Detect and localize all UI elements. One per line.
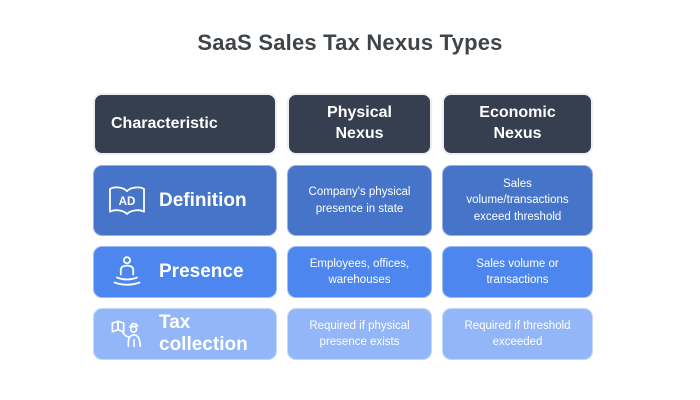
row-tax-collection-label-cell: Tax collection (93, 308, 277, 360)
tax-collector-icon (107, 316, 147, 352)
page-title: SaaS Sales Tax Nexus Types (197, 30, 503, 55)
header-physical-nexus-label: Physical Nexus (327, 104, 392, 142)
row-presence-label: Presence (159, 261, 244, 282)
person-presence-icon (107, 254, 147, 290)
cell-tax-collection-physical: Required if physical presence exists (287, 308, 432, 360)
cell-presence-economic: Sales volume or transactions (442, 246, 593, 298)
cell-presence-economic-text: Sales volume or transactions (476, 257, 559, 286)
cell-presence-physical: Employees, offices, warehouses (287, 246, 432, 298)
cell-tax-collection-physical-text: Required if physical presence exists (309, 319, 410, 348)
header-characteristic: Characteristic (93, 93, 277, 155)
row-presence-label-cell: Presence (93, 246, 277, 298)
row-tax-collection-label: Tax collection (159, 312, 248, 355)
header-economic-nexus-label: Economic Nexus (479, 104, 556, 142)
cell-definition-economic: Sales volume/transactions exceed thresho… (442, 165, 593, 236)
cell-definition-physical: Company's physical presence in state (287, 165, 432, 236)
cell-definition-physical-text: Company's physical presence in state (308, 186, 411, 215)
row-definition-label-cell: AD Definition (93, 165, 277, 236)
open-book-ad-icon: AD (107, 183, 147, 219)
cell-tax-collection-economic: Required if threshold exceeded (442, 308, 593, 360)
cell-presence-physical-text: Employees, offices, warehouses (309, 257, 410, 286)
cell-definition-economic-text: Sales volume/transactions exceed thresho… (466, 178, 569, 223)
svg-text:AD: AD (119, 195, 136, 208)
row-definition-label: Definition (159, 189, 247, 211)
header-economic-nexus: Economic Nexus (442, 93, 593, 155)
nexus-comparison-table: Characteristic Physical Nexus Economic N… (93, 93, 593, 360)
header-physical-nexus: Physical Nexus (287, 93, 432, 155)
cell-tax-collection-economic-text: Required if threshold exceeded (464, 319, 571, 348)
header-characteristic-label: Characteristic (111, 115, 218, 132)
